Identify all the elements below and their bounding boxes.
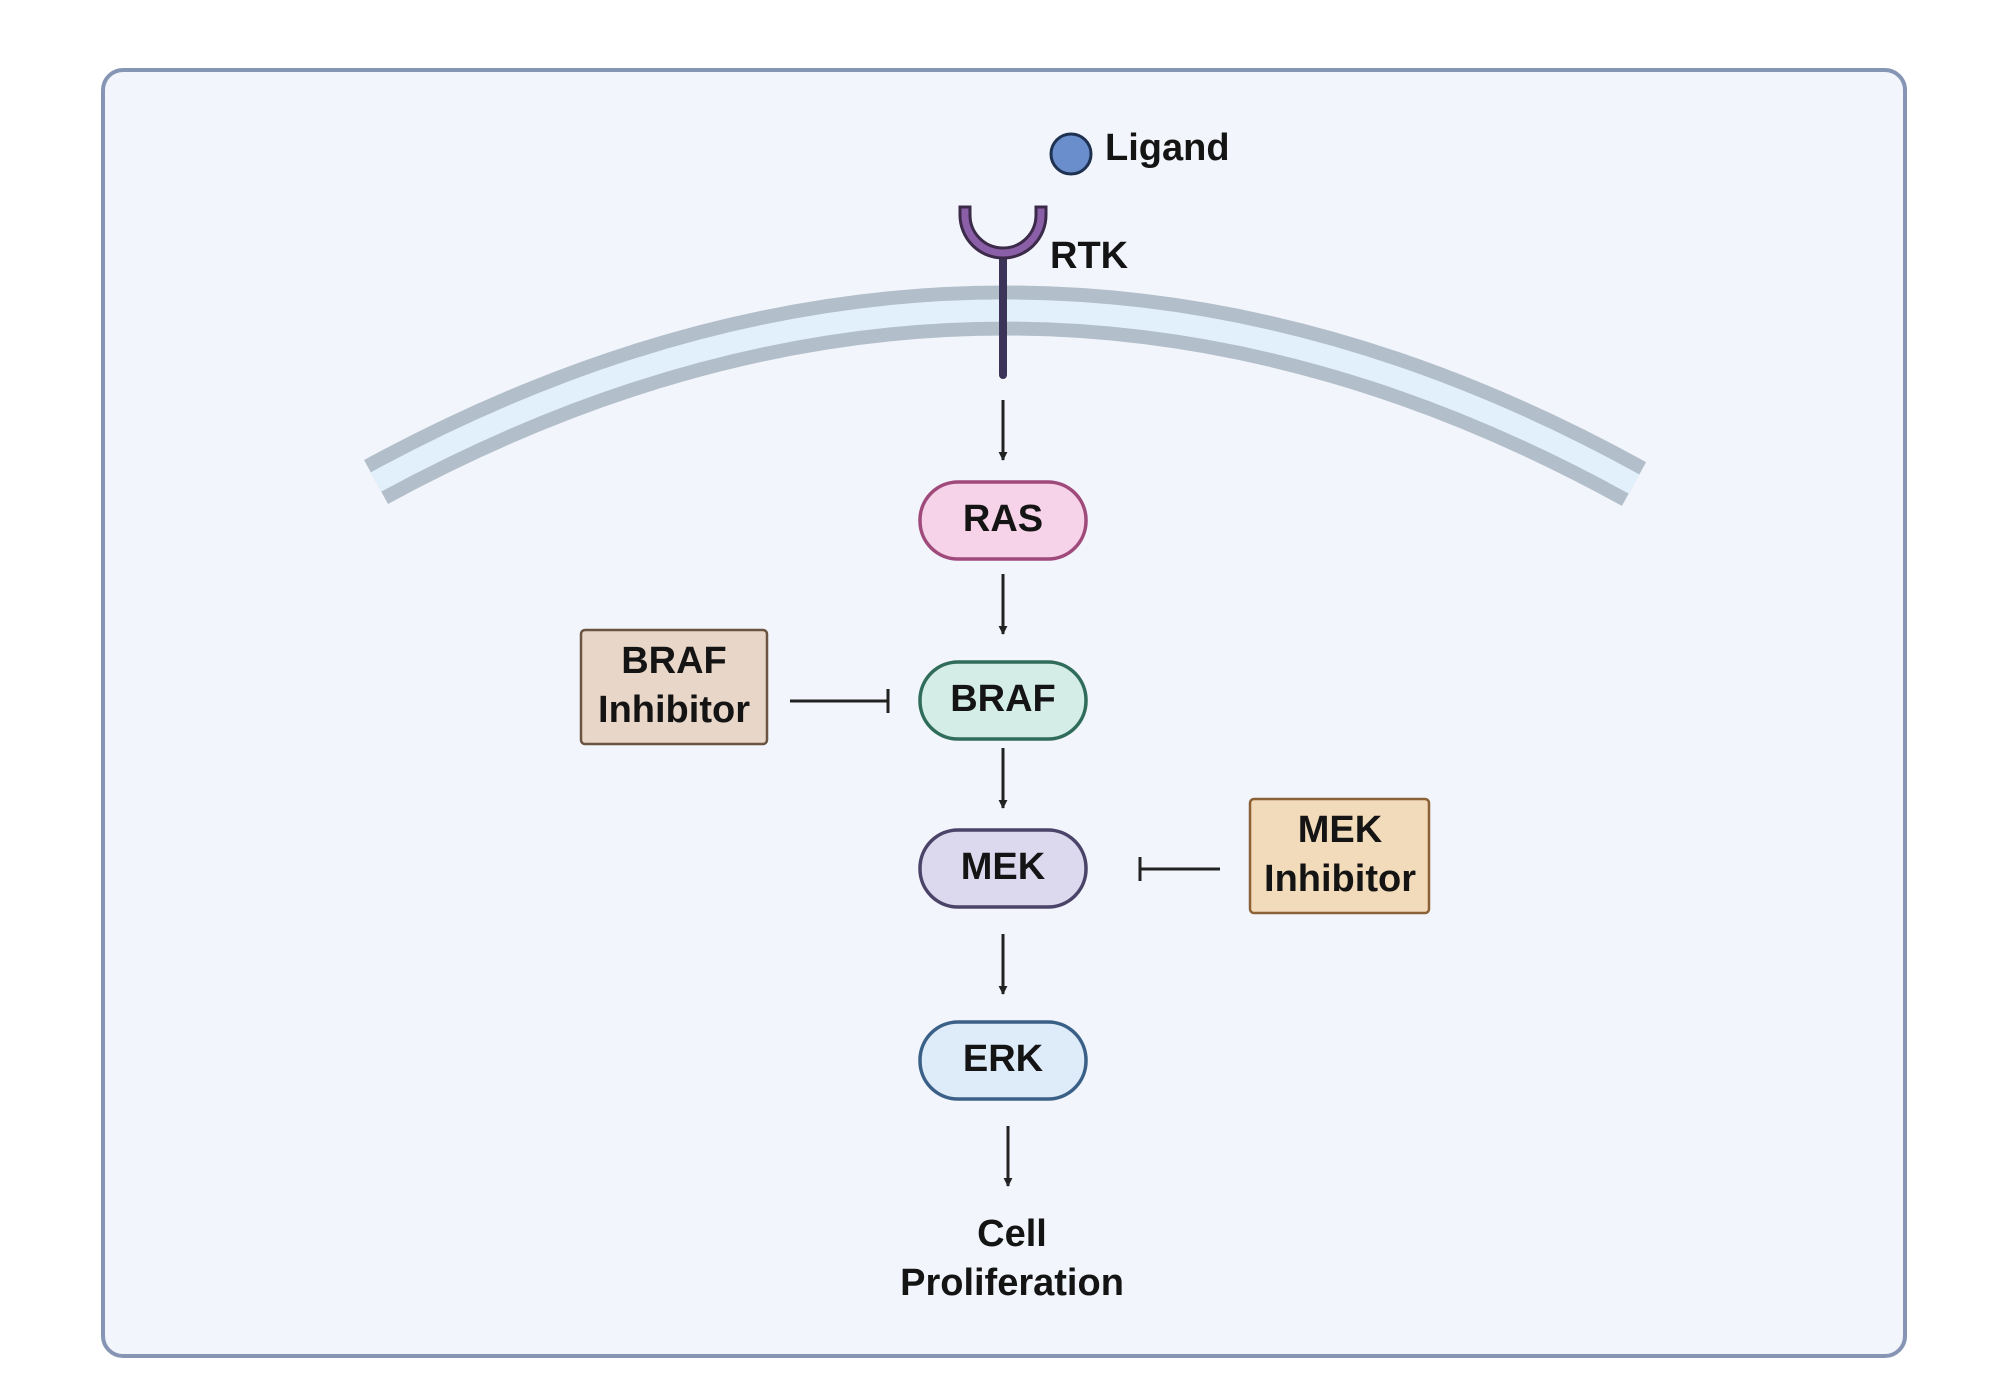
mek-inhibitor-box <box>1248 797 1431 915</box>
mek-label: MEK <box>961 846 1046 888</box>
ligand-icon <box>1049 132 1093 176</box>
mek-inhibitor-line1: MEK <box>1298 809 1383 851</box>
mek-node <box>918 828 1088 909</box>
braf-inhibitor-line1: BRAF <box>621 640 727 682</box>
receptor-label: RTK <box>1050 235 1129 277</box>
erk-node <box>918 1020 1088 1101</box>
outcome-line1: Cell <box>977 1213 1047 1255</box>
mek-inhibitor-line2: Inhibitor <box>1264 858 1416 900</box>
erk-label: ERK <box>963 1038 1044 1080</box>
mek-inhibition-bar <box>1138 857 1220 881</box>
braf-node <box>918 660 1088 741</box>
ras-node <box>918 480 1088 561</box>
braf-inhibitor-line2: Inhibitor <box>598 689 750 731</box>
ligand-label: Ligand <box>1105 127 1230 169</box>
braf-inhibitor-box <box>579 628 769 746</box>
receptor-icon <box>958 205 1048 379</box>
outcome-line2: Proliferation <box>900 1262 1124 1304</box>
braf-inhibition-bar <box>790 689 890 713</box>
activation-arrows <box>998 400 1013 1187</box>
braf-label: BRAF <box>950 678 1056 720</box>
ras-label: RAS <box>963 498 1043 540</box>
